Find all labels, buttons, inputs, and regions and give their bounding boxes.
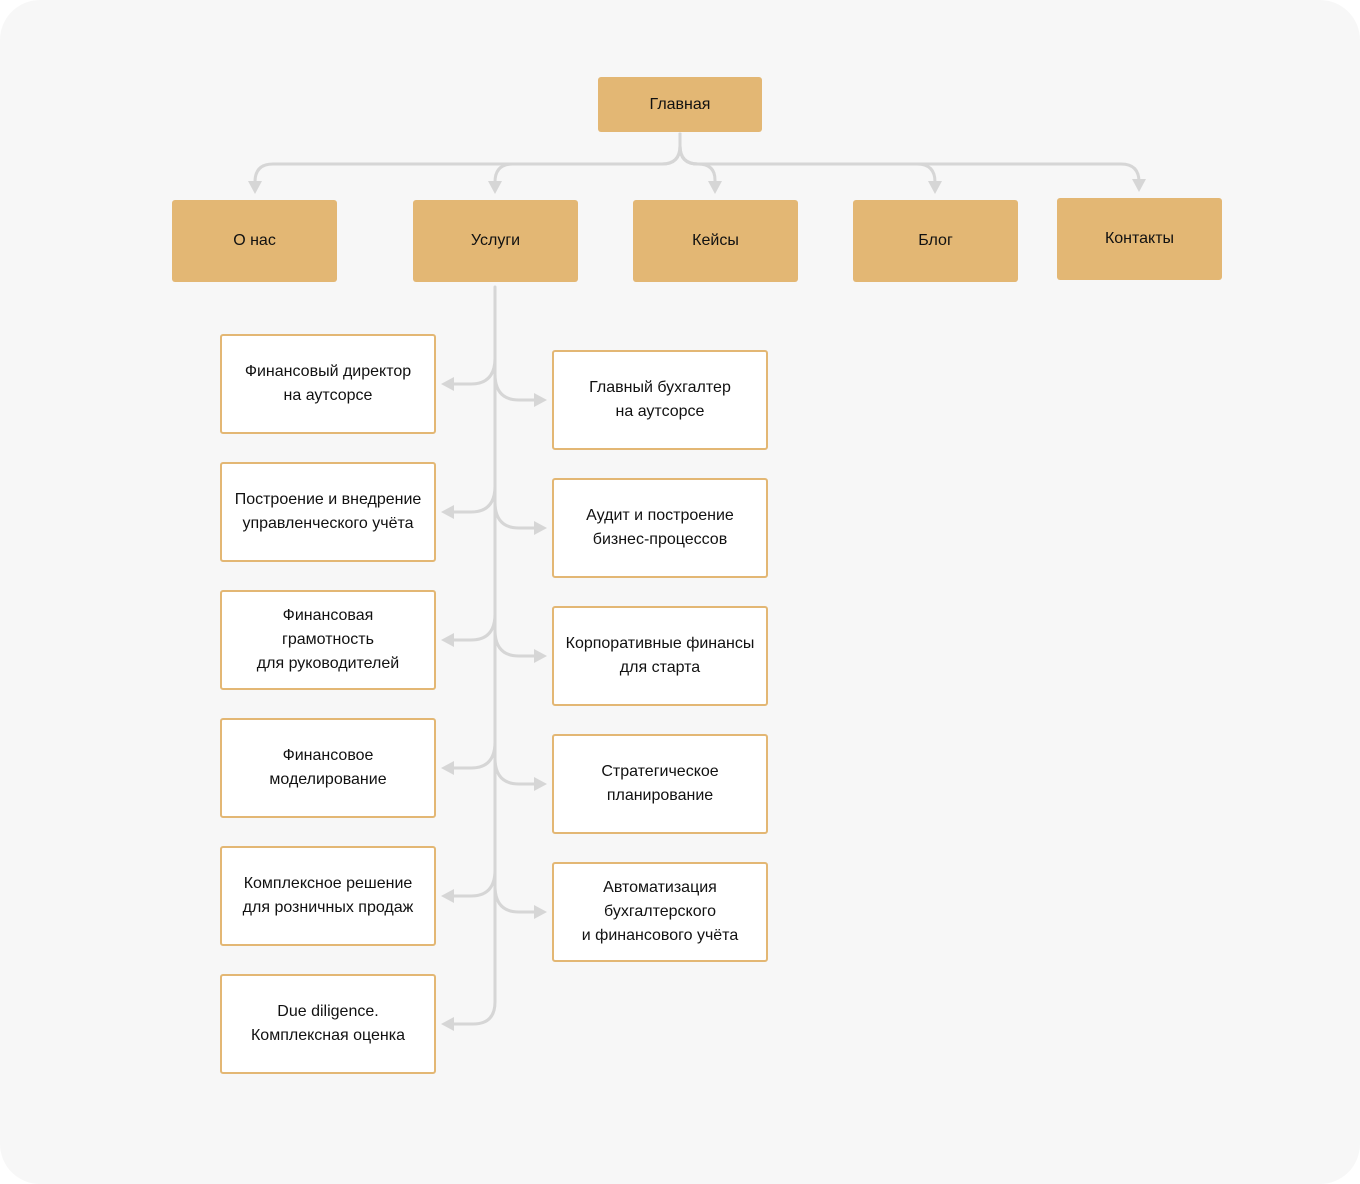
connector-left-4 xyxy=(446,740,497,770)
node-service-corporate-finance: Корпоративные финансы для старта xyxy=(552,606,768,706)
node-about: О нас xyxy=(172,200,337,282)
node-home: Главная xyxy=(598,77,762,132)
arrow-down-icon xyxy=(708,181,722,194)
node-service-management-accounting: Построение и внедрение управленческого у… xyxy=(220,462,436,562)
arrow-left-icon xyxy=(441,505,454,519)
arrow-left-icon xyxy=(441,1017,454,1031)
node-contacts: Контакты xyxy=(1057,198,1222,280)
node-blog: Блог xyxy=(853,200,1018,282)
arrow-down-icon xyxy=(248,181,262,194)
connector-right-1 xyxy=(493,372,542,402)
connector-left-3 xyxy=(446,612,497,642)
node-service-automation: Автоматизация бухгалтерского и финансово… xyxy=(552,862,768,962)
node-service-chief-accountant: Главный бухгалтер на аутсорсе xyxy=(552,350,768,450)
arrow-left-icon xyxy=(441,889,454,903)
arrow-right-icon xyxy=(534,905,547,919)
connector-right-2 xyxy=(493,500,542,530)
connector-root-to-contacts xyxy=(678,132,1141,190)
arrow-down-icon xyxy=(488,181,502,194)
connector-left-1 xyxy=(446,356,497,386)
arrow-down-icon xyxy=(1132,179,1146,192)
arrow-left-icon xyxy=(441,377,454,391)
connector-right-4 xyxy=(493,756,542,786)
connector-right-3 xyxy=(493,628,542,658)
arrow-right-icon xyxy=(534,521,547,535)
connector-root-to-services xyxy=(493,132,682,192)
arrow-left-icon xyxy=(441,761,454,775)
node-cases: Кейсы xyxy=(633,200,798,282)
connector-root-to-about xyxy=(253,132,682,192)
arrow-right-icon xyxy=(534,649,547,663)
node-service-audit-processes: Аудит и построение бизнес-процессов xyxy=(552,478,768,578)
node-service-strategic-planning: Стратегическое планирование xyxy=(552,734,768,834)
node-service-retail-solution: Комплексное решение для розничных продаж xyxy=(220,846,436,946)
connector-services-trunk xyxy=(446,285,497,1026)
connector-right-5 xyxy=(493,884,542,914)
arrow-left-icon xyxy=(441,633,454,647)
node-service-cfo-outsource: Финансовый директор на аутсорсе xyxy=(220,334,436,434)
arrow-right-icon xyxy=(534,777,547,791)
node-services: Услуги xyxy=(413,200,578,282)
connector-left-5 xyxy=(446,868,497,898)
node-service-financial-modeling: Финансовое моделирование xyxy=(220,718,436,818)
arrow-down-icon xyxy=(928,181,942,194)
connector-left-2 xyxy=(446,484,497,514)
node-service-due-diligence: Due diligence. Комплексная оценка xyxy=(220,974,436,1074)
node-service-financial-literacy: Финансовая грамотность для руководителей xyxy=(220,590,436,690)
arrow-right-icon xyxy=(534,393,547,407)
